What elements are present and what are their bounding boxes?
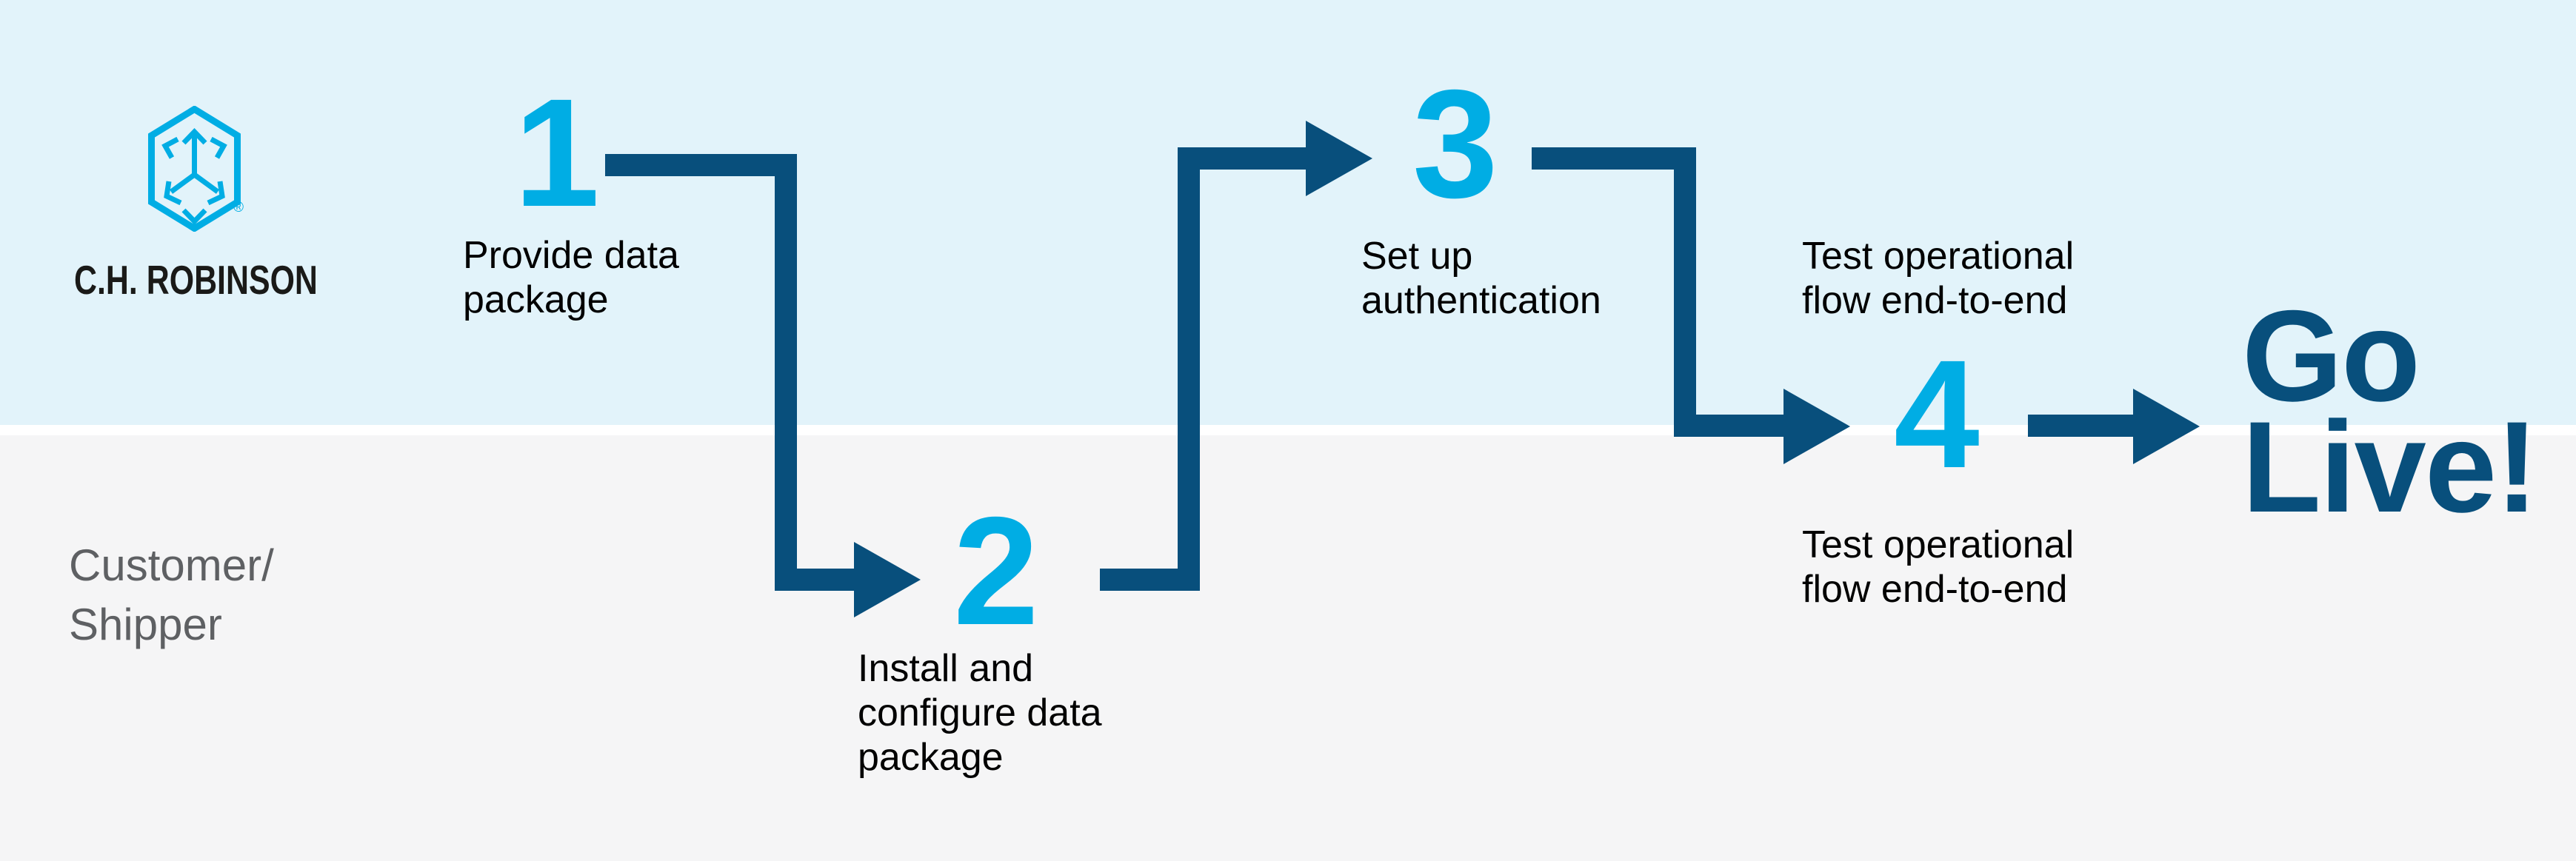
step-3-caption: Set up authentication xyxy=(1361,235,1601,322)
connector-step2-vertical xyxy=(1178,147,1200,591)
ch-robinson-hexagon-icon xyxy=(148,106,241,232)
step-4-caption-above: Test operational flow end-to-end xyxy=(1802,235,2075,322)
step-2-caption: Install and configure data package xyxy=(858,647,1102,779)
connector-step4-horizontal xyxy=(2028,415,2133,437)
connector-step3-vertical xyxy=(1674,147,1696,435)
arrowhead-into-go-live-icon xyxy=(2133,389,2200,464)
connector-step3-top-horizontal xyxy=(1532,147,1696,170)
arrowhead-into-step-4-icon xyxy=(1783,389,1850,464)
step-3-number: 3 xyxy=(1412,58,1498,230)
ch-robinson-wordmark: C.H. ROBINSON xyxy=(74,257,318,303)
customer-shipper-lane-band xyxy=(0,435,2576,861)
connector-step1-top-horizontal xyxy=(605,154,797,176)
step-4-caption-below: Test operational flow end-to-end xyxy=(1802,523,2075,611)
arrowhead-into-step-2-icon xyxy=(854,542,921,617)
customer-shipper-label: Customer/ Shipper xyxy=(69,540,274,649)
step-1-caption: Provide data package xyxy=(463,234,679,321)
go-live-label: Go Live! xyxy=(2242,284,2538,540)
step-4-number: 4 xyxy=(1894,329,1980,500)
registered-trademark: ® xyxy=(233,200,244,215)
step-1-number: 1 xyxy=(514,67,600,239)
connector-step1-bottom-stub xyxy=(775,569,854,591)
connector-step1-vertical xyxy=(775,154,797,590)
arrowhead-into-step-3-icon xyxy=(1306,121,1372,196)
connector-step2-top-horizontal xyxy=(1178,147,1306,170)
step-2-number: 2 xyxy=(953,486,1039,657)
connector-step3-bottom-stub xyxy=(1674,415,1783,437)
ch-robinson-lane-band xyxy=(0,0,2576,425)
